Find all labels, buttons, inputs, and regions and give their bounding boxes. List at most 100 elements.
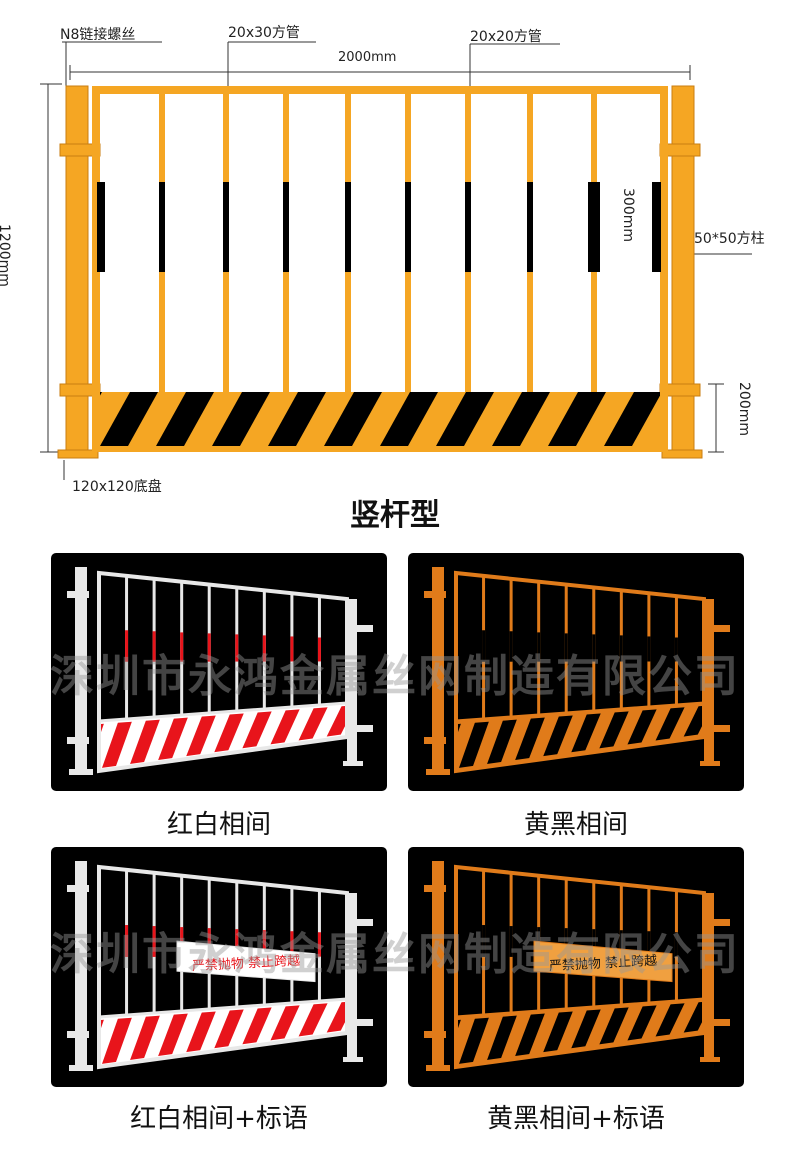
fence-connector [67, 1031, 89, 1038]
band-stripe [380, 392, 438, 446]
band-dimension-line [708, 383, 724, 453]
variant-fence-yellow-black-slogan: 严禁抛物 禁止跨越 [424, 861, 744, 1071]
band-stripe [682, 1002, 702, 1037]
variant-fence-yellow-black [424, 567, 730, 775]
band-stripe [486, 716, 518, 767]
variant-panel-yellow-black [408, 553, 744, 791]
slogan-board [176, 940, 316, 983]
bar-black-segment [223, 182, 229, 272]
band-stripe [185, 1008, 217, 1056]
band-stripe [100, 392, 102, 396]
fence-post [75, 567, 87, 775]
band-stripe [436, 392, 494, 446]
band-stripe [381, 698, 387, 732]
band-stripe [213, 1006, 245, 1052]
band-stripe [101, 718, 133, 768]
band-top-rail [98, 701, 348, 723]
fence-connector [424, 591, 446, 598]
width-dimension-label: 2000mm [338, 50, 397, 65]
band-stripe [353, 996, 385, 1032]
band-stripe [156, 392, 214, 446]
band-stripe [570, 1006, 602, 1052]
band-stripe [185, 712, 217, 760]
band-stripe [492, 392, 550, 446]
band-stripe [654, 706, 686, 744]
band-top-rail [455, 701, 705, 723]
band-stripe [325, 706, 345, 741]
variant-caption: 黄黑相间+标语 [487, 1104, 665, 1134]
bar-black-segment [527, 182, 533, 272]
band-stripe [100, 392, 158, 446]
fence-connector [67, 885, 89, 892]
fence-connector [351, 1019, 373, 1026]
bar-black-segment [283, 182, 289, 272]
band-stripe [268, 392, 326, 446]
page-title: 竖杆型 [350, 498, 440, 533]
height-dimension-label: 1200mm [0, 224, 12, 287]
band-top-rail [98, 997, 348, 1019]
band-stripe [297, 706, 329, 744]
band-stripe [654, 1002, 686, 1040]
right-base-plate [661, 449, 703, 459]
band-stripe [129, 716, 161, 767]
variant-caption: 红白相间 [166, 810, 271, 840]
band-stripe [458, 1014, 490, 1064]
band-stripe [458, 718, 490, 768]
variant-panel-yellow-black-slogan: 严禁抛物 禁止跨越 [408, 847, 744, 1087]
band-stripe [486, 1012, 518, 1063]
variant-fence-red-white [67, 567, 387, 775]
fence-base [426, 769, 450, 775]
band-stripes [101, 996, 385, 1064]
fence-post [432, 567, 444, 775]
band-stripe [269, 1002, 301, 1044]
fence-post [347, 599, 357, 763]
fence-connector [424, 1031, 446, 1038]
fence-connector [708, 919, 730, 926]
band-stripe [325, 1002, 345, 1037]
fence-connector [351, 625, 373, 632]
band-stripe [548, 392, 606, 446]
band-stripe [626, 706, 658, 748]
bar-black-segment [652, 182, 661, 272]
band-stripe [682, 706, 702, 741]
fence-connector [424, 885, 446, 892]
connector-plates [59, 143, 701, 397]
fence-base [343, 761, 363, 766]
fence-base [700, 1057, 720, 1062]
fence-connector [424, 737, 446, 744]
fence-base [69, 1065, 93, 1071]
slogan-board [533, 940, 673, 983]
bolt-label: N8链接螺丝 [60, 27, 136, 43]
band-stripe [710, 996, 742, 1032]
fence-connector [708, 725, 730, 732]
variant-caption: 红白相间+标语 [130, 1104, 308, 1134]
band-stripe [157, 714, 189, 764]
base-label: 120x120底盘 [72, 479, 162, 495]
vertical-bars [97, 94, 661, 392]
fence-post [75, 861, 87, 1071]
left-base-plate [57, 449, 99, 459]
bar-black-segment [97, 182, 105, 272]
bar-black-segment [405, 182, 411, 272]
panel-frame [454, 864, 706, 1070]
post-label: 50*50方柱 [694, 231, 765, 247]
fence-connector [67, 737, 89, 744]
band-stripe [738, 994, 744, 1028]
band-stripe [542, 1008, 574, 1056]
fence-post [704, 599, 714, 763]
band-stripes [101, 698, 387, 768]
band-stripe [604, 392, 660, 446]
band-stripe [212, 392, 270, 446]
band-stripe [324, 392, 382, 446]
band-stripe [269, 706, 301, 748]
panel-frame [97, 570, 349, 774]
band-stripe [129, 1012, 161, 1063]
band-stripe [514, 714, 546, 764]
slogan-text: 严禁抛物 禁止跨越 [549, 954, 658, 975]
fence-connector [67, 591, 89, 598]
frame-tube-label: 20x30方管 [228, 25, 300, 41]
fence-diagram-svg [40, 41, 752, 480]
panel-frame [97, 864, 349, 1070]
band-stripes [458, 994, 744, 1064]
band-stripe [626, 1002, 658, 1044]
